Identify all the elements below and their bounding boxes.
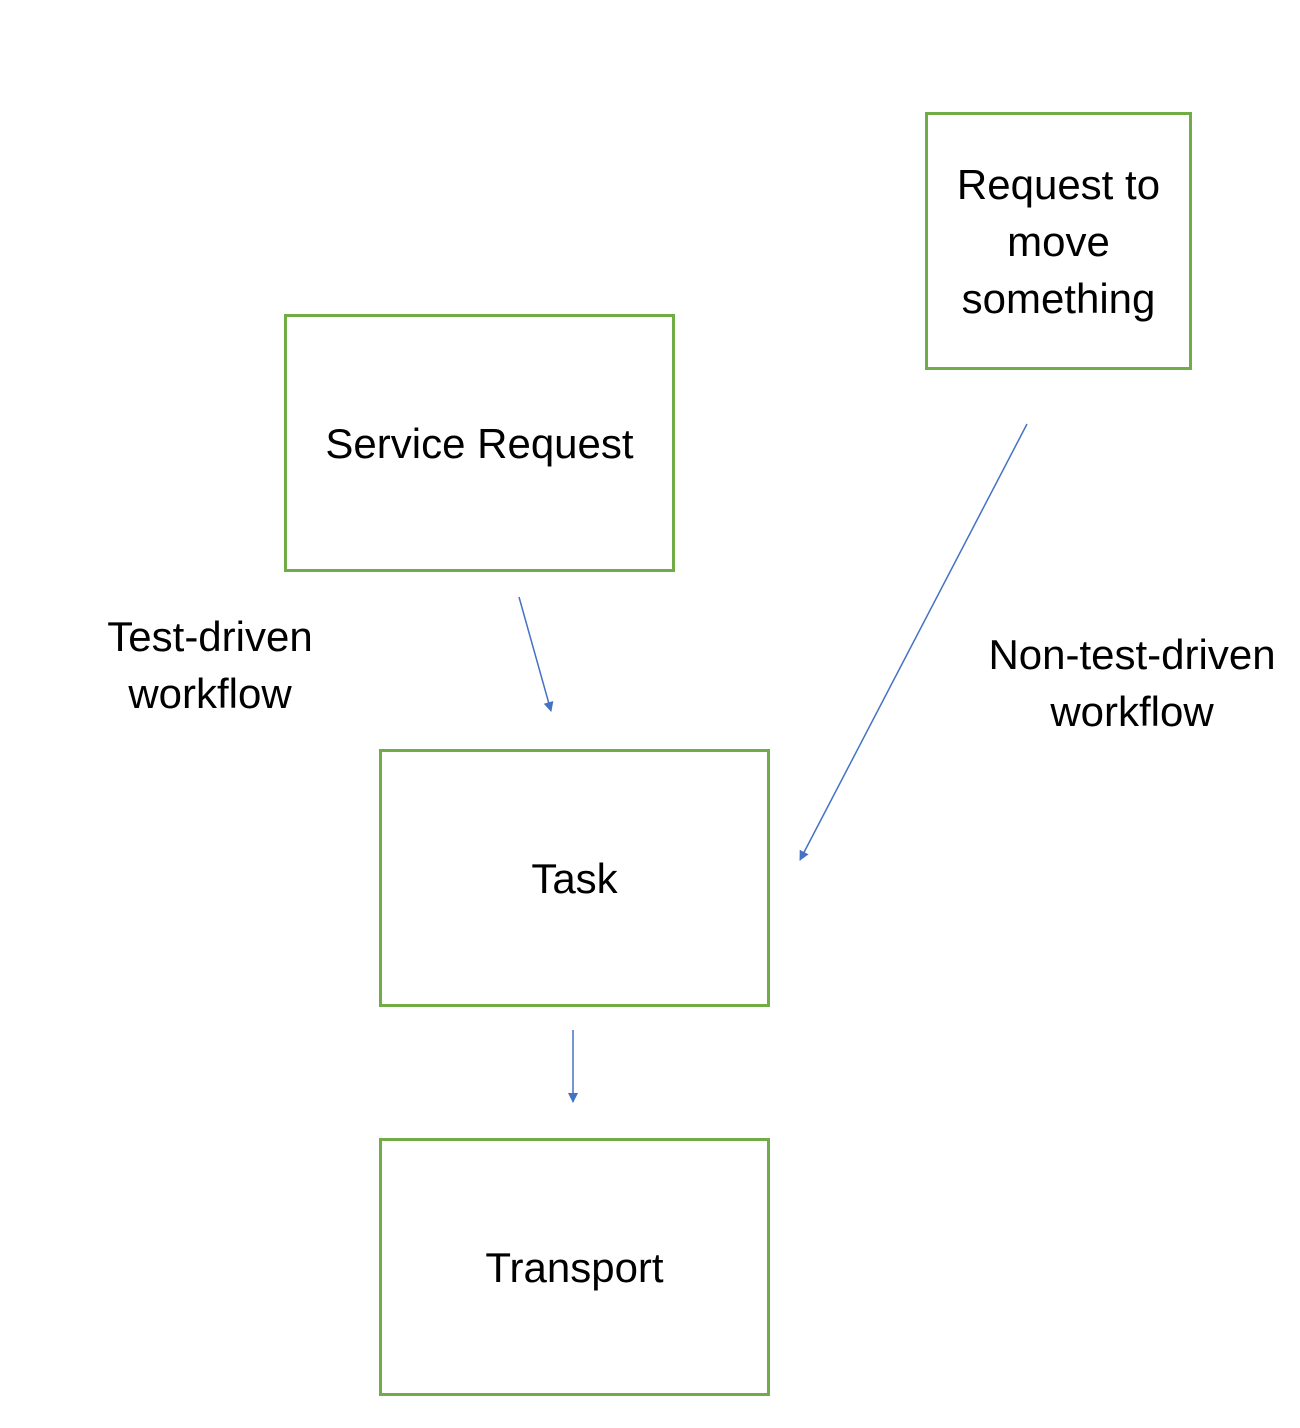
arrow-service-request-to-task <box>518 596 554 712</box>
service-request-label: Service Request <box>325 419 634 467</box>
test-driven-workflow-label: Test-driven workflow <box>107 613 313 717</box>
task-box: Task <box>379 749 770 1007</box>
transport-box: Transport <box>379 1138 770 1396</box>
request-to-move-something-box: Request to move something <box>925 112 1192 370</box>
request-to-move-something-label: Request to move something <box>956 160 1161 322</box>
service-request-box: Service Request <box>284 314 675 572</box>
transport-label: Transport <box>485 1243 664 1291</box>
non-test-driven-workflow-label: Non-test-driven workflow <box>988 631 1276 735</box>
task-label: Task <box>531 854 618 902</box>
